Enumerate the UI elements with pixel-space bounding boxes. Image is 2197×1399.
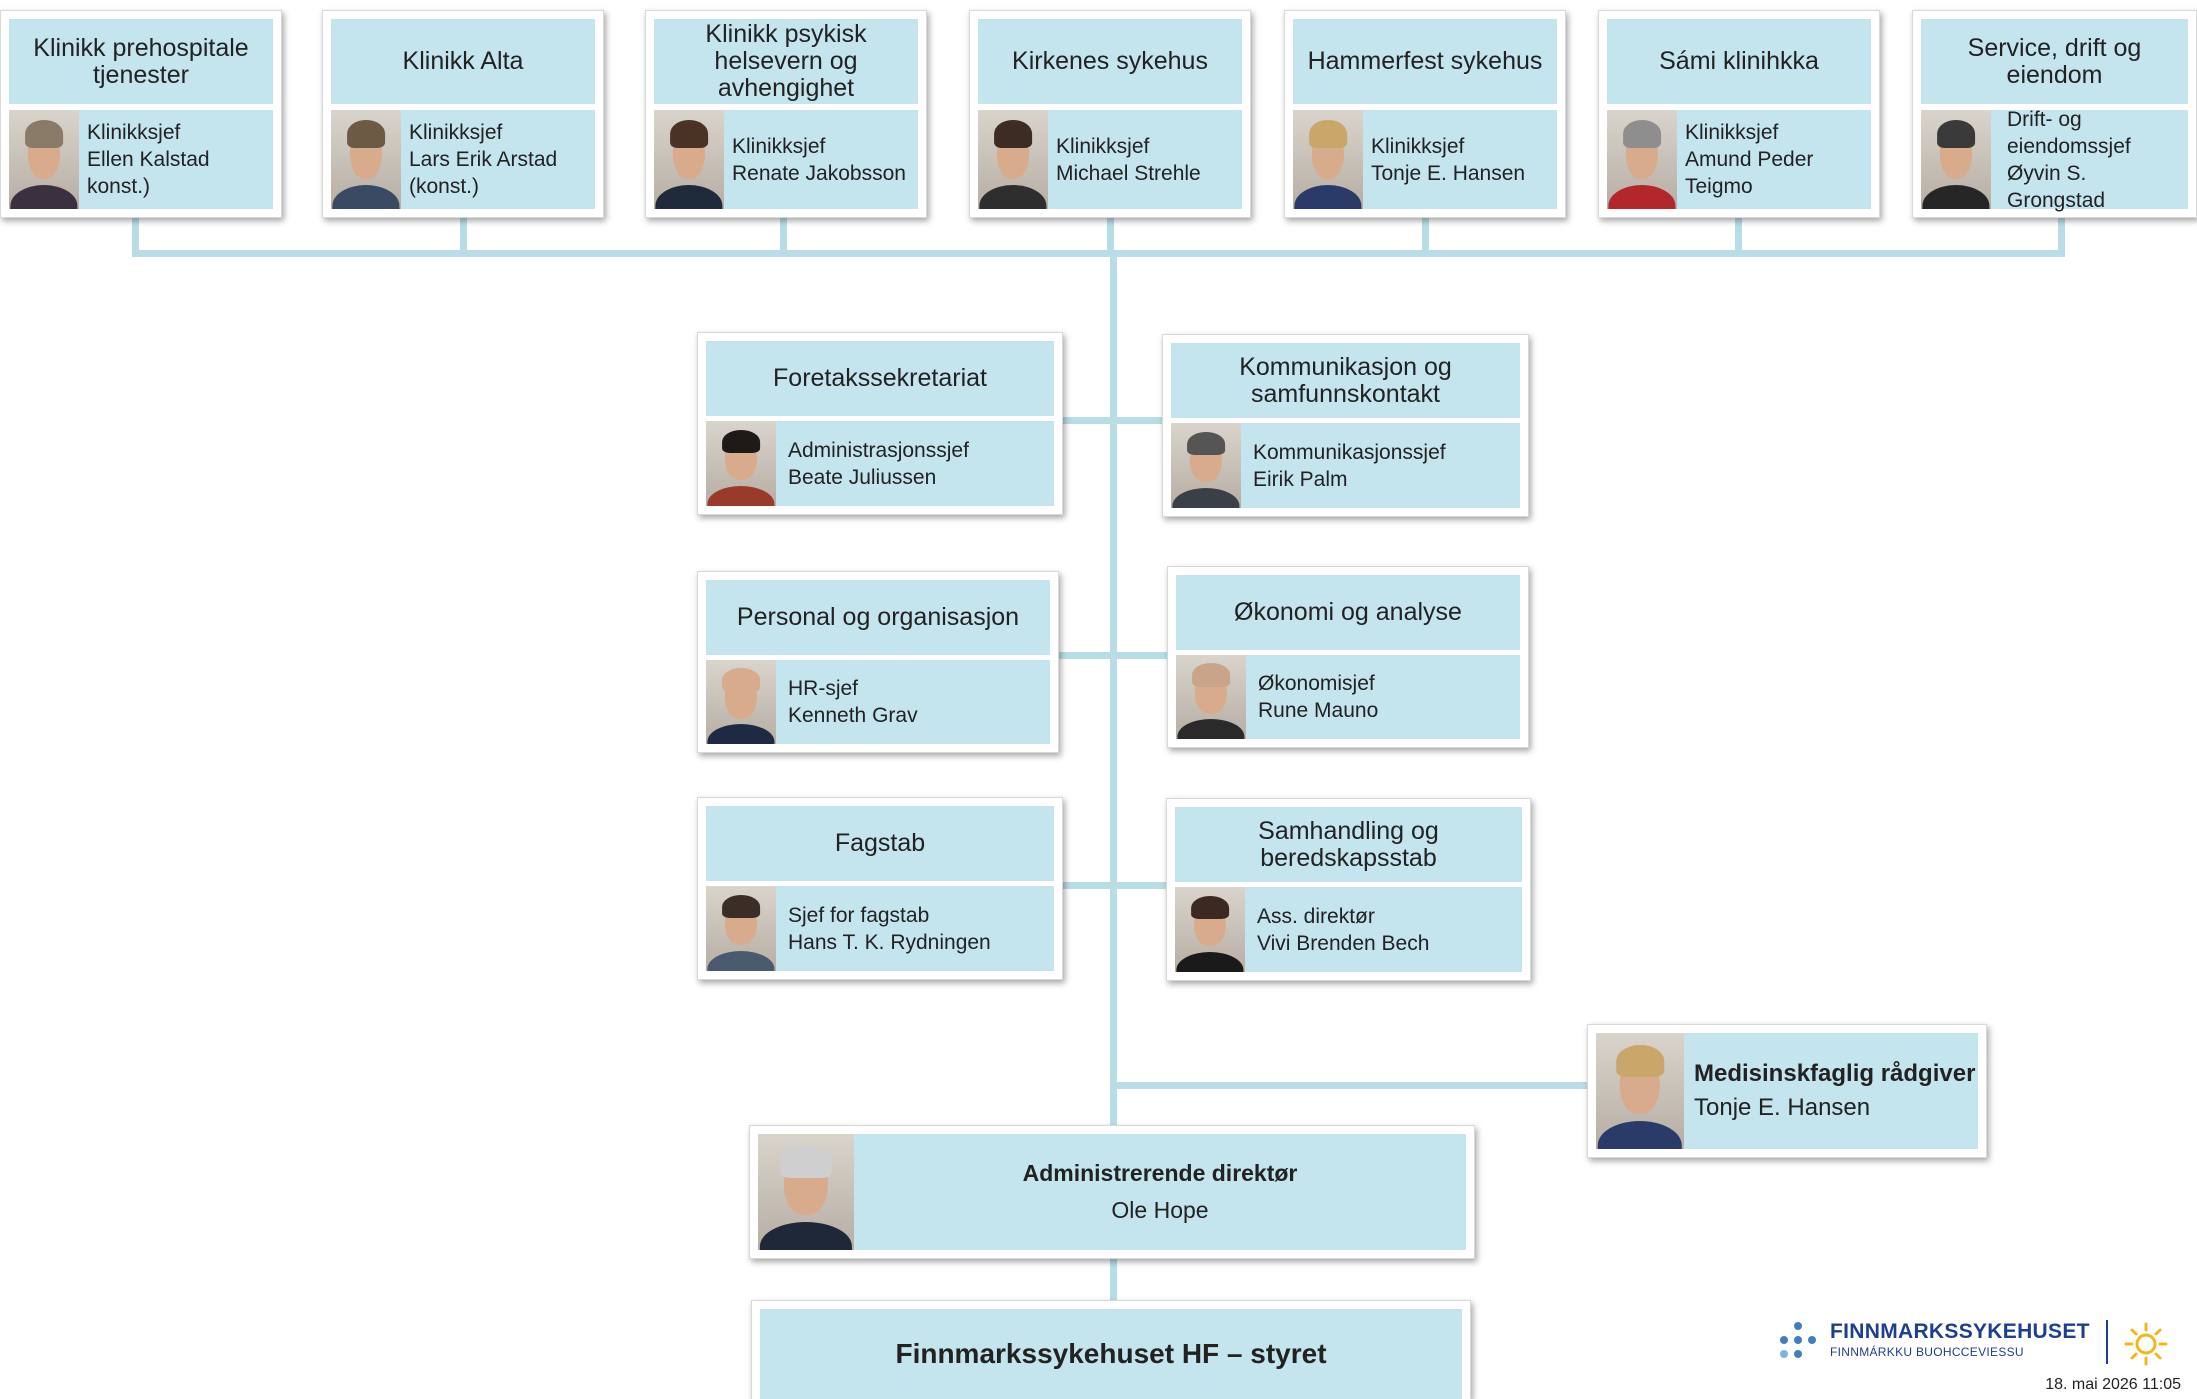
portrait-photo bbox=[1176, 655, 1246, 739]
staff-title: Samhandling og beredskapsstab bbox=[1175, 807, 1522, 882]
role-label-2: eiendomssjef bbox=[2007, 134, 2131, 158]
role-label: Sjef for fagstab bbox=[788, 903, 930, 927]
connector-spine bbox=[1110, 253, 1117, 1313]
advisor-name: Tonje E. Hansen bbox=[1694, 1094, 1871, 1121]
role-label: Klinikksjef bbox=[1371, 134, 1465, 158]
role-label: Drift- og bbox=[2007, 107, 2082, 131]
person-name: Beate Juliussen bbox=[788, 465, 937, 489]
board-title: Finnmarkssykehuset HF – styret bbox=[895, 1338, 1327, 1369]
person-name: Amund Peder bbox=[1685, 148, 1814, 171]
portrait-photo bbox=[1921, 110, 1991, 209]
staff-title: Kommunikasjon og samfunnskontakt bbox=[1171, 343, 1520, 418]
role-label: Klinikksjef bbox=[87, 121, 181, 144]
clinic-title: Sámi klinihkka bbox=[1607, 19, 1871, 104]
staff-title: Foretakssekretariat bbox=[706, 341, 1054, 416]
person-note: Teigmo bbox=[1685, 175, 1753, 198]
staff-personal[interactable]: Personal og organisasjon HR-sjef Kenneth… bbox=[697, 571, 1059, 753]
director-box[interactable]: Administrerende direktør Ole Hope bbox=[749, 1125, 1475, 1259]
clinic-title: Klinikk prehospitale tjenester bbox=[9, 19, 273, 104]
clinic-title: Service, drift og eiendom bbox=[1921, 19, 2188, 104]
connector-row-1 bbox=[1060, 417, 1170, 424]
board-box[interactable]: Finnmarkssykehuset HF – styret bbox=[751, 1300, 1471, 1399]
connector-row-3 bbox=[1060, 882, 1170, 889]
portrait-photo bbox=[654, 110, 724, 209]
logo-main-text: FINNMARKSSYKEHUSET bbox=[1830, 1320, 2090, 1343]
role-label: Klinikksjef bbox=[1056, 134, 1150, 158]
clinic-title: Klinikk psykisk helsevern og avhengighet bbox=[654, 19, 918, 104]
person-note: konst.) bbox=[87, 175, 151, 198]
sun-icon bbox=[2124, 1322, 2168, 1366]
logo-sub-text: FINNMÁRKKU BUOHCCEVIESSU bbox=[1830, 1345, 2024, 1359]
role-label: Kommunikasjonssjef bbox=[1253, 440, 1446, 464]
clinic-prehospitale[interactable]: Klinikk prehospitale tjenester Klinikksj… bbox=[0, 10, 282, 218]
logo-separator bbox=[2106, 1320, 2108, 1364]
person-name: Vivi Brenden Bech bbox=[1257, 931, 1430, 955]
portrait-photo bbox=[1293, 110, 1363, 209]
portrait-photo bbox=[1596, 1033, 1684, 1149]
role-label: Klinikksjef bbox=[409, 121, 503, 144]
advisor-box[interactable]: Medisinskfaglig rådgiver Tonje E. Hansen bbox=[1587, 1024, 1987, 1158]
staff-kommunikasjon[interactable]: Kommunikasjon og samfunnskontakt Kommuni… bbox=[1162, 334, 1529, 517]
staff-okonomi[interactable]: Økonomi og analyse Økonomisjef Rune Maun… bbox=[1167, 566, 1529, 748]
portrait-photo bbox=[758, 1134, 854, 1250]
staff-fagstab[interactable]: Fagstab Sjef for fagstab Hans T. K. Rydn… bbox=[697, 797, 1063, 980]
portrait-photo bbox=[1607, 110, 1677, 209]
clinic-hammerfest[interactable]: Hammerfest sykehus Klinikksjef Tonje E. … bbox=[1284, 10, 1566, 218]
clinic-title: Hammerfest sykehus bbox=[1293, 19, 1557, 104]
staff-samhandling[interactable]: Samhandling og beredskapsstab Ass. direk… bbox=[1166, 798, 1531, 981]
clinic-alta[interactable]: Klinikk Alta Klinikksjef Lars Erik Arsta… bbox=[322, 10, 604, 218]
clinic-sami-klinihkka[interactable]: Sámi klinihkka Klinikksjef Amund Peder T… bbox=[1598, 10, 1880, 218]
portrait-photo bbox=[706, 886, 776, 971]
staff-title: Økonomi og analyse bbox=[1176, 575, 1520, 650]
timestamp: 18. mai 2026 11:05 bbox=[2045, 1376, 2181, 1393]
person-name: Michael Strehle bbox=[1056, 161, 1201, 185]
portrait-photo bbox=[978, 110, 1048, 209]
clinic-title: Kirkenes sykehus bbox=[978, 19, 1242, 104]
person-name: Hans T. K. Rydningen bbox=[788, 930, 991, 954]
staff-foretakssekretariat[interactable]: Foretakssekretariat Administrasjonssjef … bbox=[697, 332, 1063, 515]
connector-drop-5 bbox=[1422, 200, 1429, 256]
connector-advisor bbox=[1113, 1082, 1588, 1089]
portrait-photo bbox=[331, 110, 401, 209]
clinic-title: Klinikk Alta bbox=[331, 19, 595, 104]
clinic-kirkenes[interactable]: Kirkenes sykehus Klinikksjef Michael Str… bbox=[969, 10, 1251, 218]
clinic-service-drift-eiendom[interactable]: Service, drift og eiendom Drift- og eien… bbox=[1912, 10, 2197, 218]
role-label: HR-sjef bbox=[788, 677, 859, 700]
connector-drop-4 bbox=[1107, 200, 1114, 256]
role-label: Klinikksjef bbox=[732, 134, 826, 158]
connector-drop-3 bbox=[780, 200, 787, 256]
person-name: Renate Jakobsson bbox=[732, 161, 906, 185]
role-label: Administrasjonssjef bbox=[788, 438, 969, 462]
portrait-photo bbox=[1175, 887, 1245, 972]
portrait-photo bbox=[9, 110, 79, 209]
portrait-photo bbox=[706, 421, 776, 506]
clinic-psykisk-helsevern[interactable]: Klinikk psykisk helsevern og avhengighet… bbox=[645, 10, 927, 218]
connector-drop-7 bbox=[2058, 200, 2065, 256]
connector-drop-2 bbox=[460, 200, 467, 256]
connector-drop-6 bbox=[1735, 200, 1742, 256]
advisor-title: Medisinskfaglig rådgiver bbox=[1694, 1060, 1976, 1087]
finnmarkssykehuset-logo: FINNMARKSSYKEHUSET FINNMÁRKKU BUOHCCEVIE… bbox=[1776, 1318, 2176, 1368]
person-name: Rune Mauno bbox=[1258, 699, 1379, 722]
person-name: Lars Erik Arstad bbox=[409, 148, 558, 171]
director-name: Ole Hope bbox=[1111, 1197, 1209, 1223]
person-name: Eirik Palm bbox=[1253, 467, 1348, 491]
connector-drop-1 bbox=[132, 200, 139, 256]
person-note: (konst.) bbox=[409, 175, 480, 198]
staff-title: Personal og organisasjon bbox=[706, 580, 1050, 655]
cross-dots-icon bbox=[1776, 1322, 1820, 1366]
portrait-photo bbox=[706, 660, 776, 744]
director-title: Administrerende direktør bbox=[1022, 1160, 1298, 1186]
person-name: Ellen Kalstad bbox=[87, 148, 210, 171]
connector-row-2 bbox=[1058, 652, 1173, 659]
staff-title: Fagstab bbox=[706, 806, 1054, 881]
role-label: Klinikksjef bbox=[1685, 121, 1779, 144]
person-name: Kenneth Grav bbox=[788, 704, 918, 727]
role-label: Ass. direktør bbox=[1257, 904, 1375, 928]
person-name: Tonje E. Hansen bbox=[1371, 161, 1526, 185]
person-name: Øyvin S. Grongstad bbox=[2007, 161, 2106, 212]
portrait-photo bbox=[1171, 423, 1241, 508]
connector-horizontal-top bbox=[132, 250, 2065, 257]
role-label: Økonomisjef bbox=[1258, 672, 1375, 695]
